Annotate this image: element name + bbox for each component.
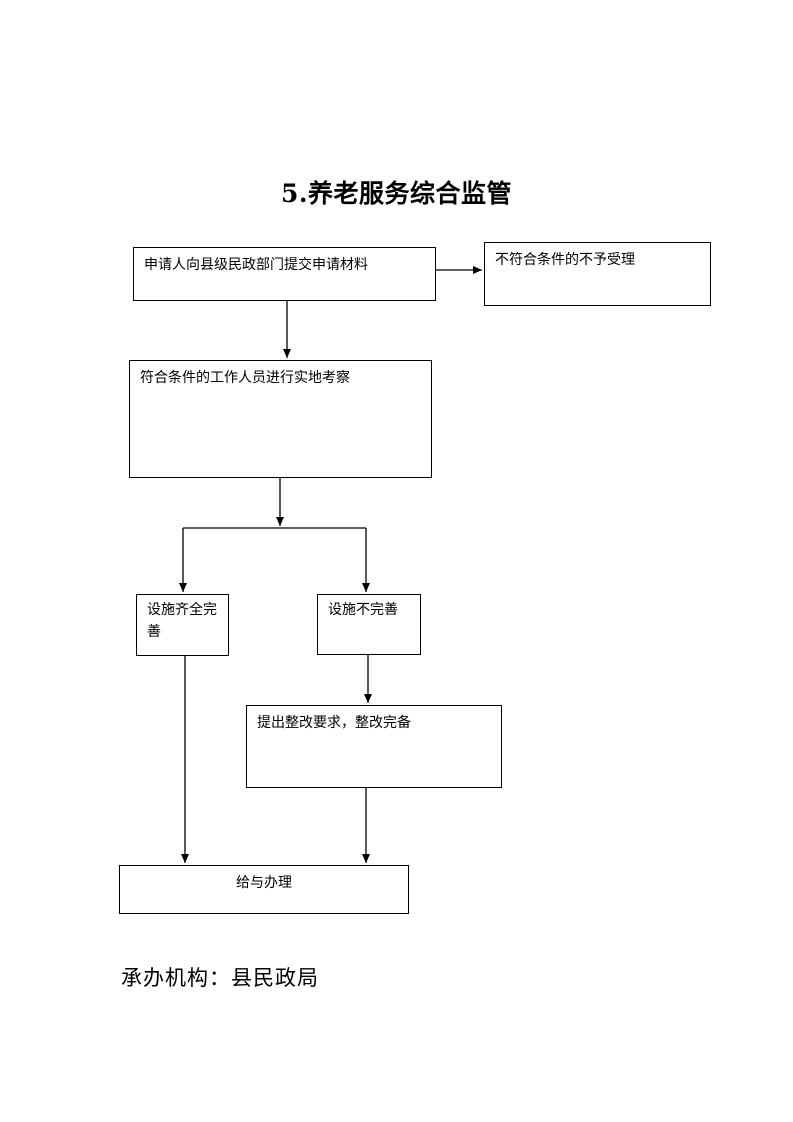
inspect-box: 符合条件的工作人员进行实地考察 (129, 360, 432, 478)
handle-box: 给与办理 (119, 865, 409, 914)
rectify-label: 提出整改要求，整改完备 (257, 715, 411, 731)
handle-label: 给与办理 (236, 875, 292, 891)
incomplete-box: 设施不完善 (317, 594, 421, 655)
incomplete-label: 设施不完善 (328, 602, 398, 618)
complete-box: 设施齐全完善 (136, 594, 229, 656)
apply-box: 申请人向县级民政部门提交申请材料 (133, 247, 436, 301)
inspect-label: 符合条件的工作人员进行实地考察 (140, 370, 350, 386)
rectify-box: 提出整改要求，整改完备 (246, 705, 502, 788)
complete-label: 设施齐全完善 (147, 602, 217, 640)
reject-label: 不符合条件的不予受理 (495, 252, 635, 268)
organizer-footer: 承办机构：县民政局 (121, 966, 319, 990)
apply-label: 申请人向县级民政部门提交申请材料 (144, 257, 368, 273)
page-title: 5.养老服务综合监管 (280, 179, 513, 208)
reject-box: 不符合条件的不予受理 (484, 242, 711, 306)
